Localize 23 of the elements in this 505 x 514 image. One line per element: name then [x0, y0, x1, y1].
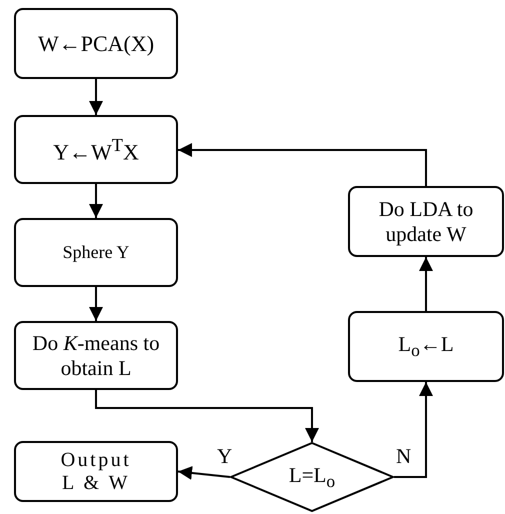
step-text: L$_{o}$←L: [398, 332, 454, 361]
process-box: [14, 218, 178, 287]
step-text: Output L & W: [60, 448, 132, 494]
step-text: Do LDA to update W: [378, 197, 474, 246]
arrow: [178, 466, 230, 480]
step-text: Y←W$^{T}$X: [53, 134, 139, 164]
arrow: [89, 79, 103, 115]
process-box: [14, 321, 178, 390]
step-text: W←PCA(X): [38, 30, 154, 56]
process-box: [14, 115, 178, 184]
process-box: [348, 186, 504, 257]
process-box: [14, 441, 178, 502]
arrow: [419, 257, 433, 311]
arrow: [394, 382, 433, 478]
arrow: [178, 143, 427, 186]
process-box: [14, 8, 178, 79]
arrow: [95, 390, 319, 442]
step-text: L=L$_{o}$: [288, 462, 336, 492]
arrow: [89, 287, 103, 321]
process-box: [348, 311, 504, 382]
step-text: Sphere Y: [62, 242, 130, 263]
arrow: [89, 184, 103, 218]
step-text: Do K-means to obtain L: [31, 331, 161, 380]
